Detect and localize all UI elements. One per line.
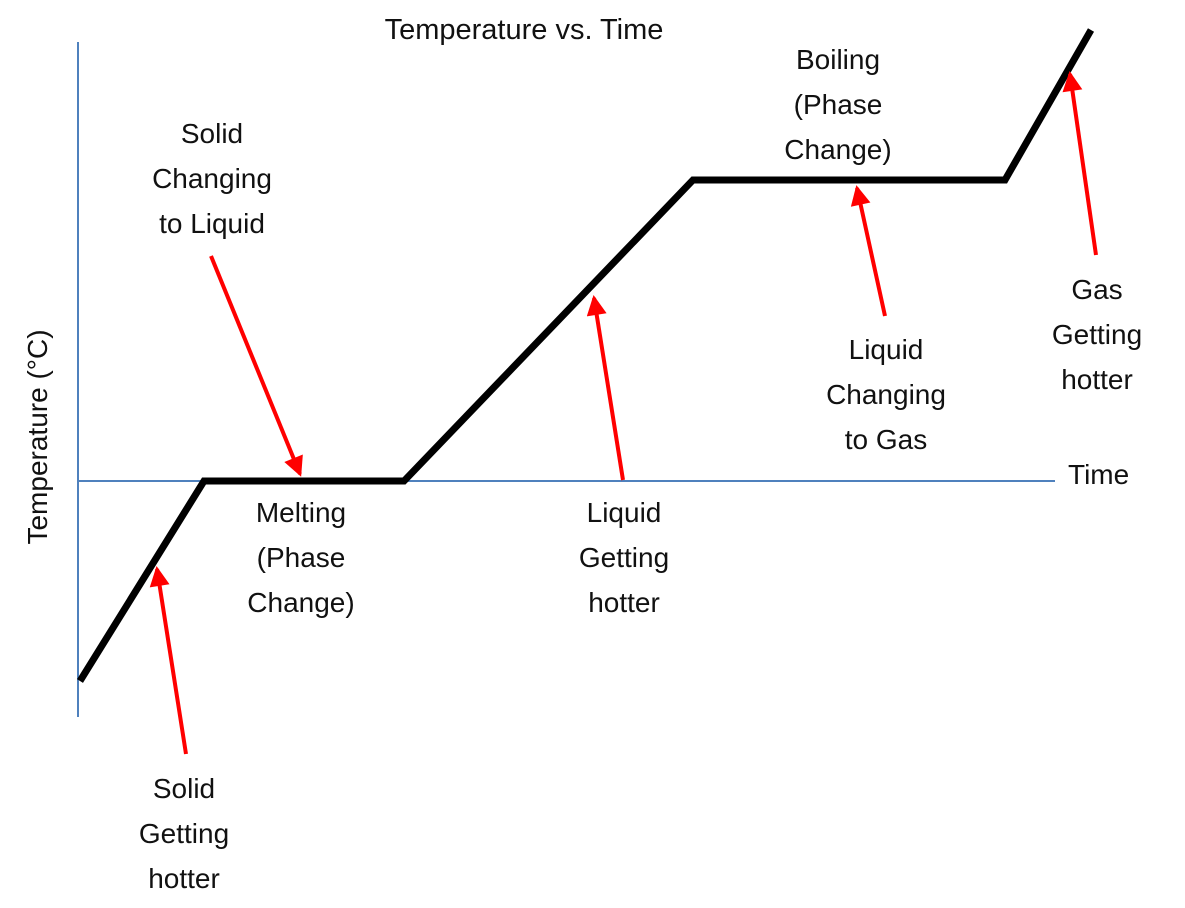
annotation-arrows [149, 71, 1098, 755]
label-solid-changing-to-liquid: Solid Changing to Liquid [152, 118, 272, 239]
label-liquid-getting-hotter: Liquid Getting hotter [578, 497, 670, 618]
label-boiling-phase-change: Boiling (Phase Change) [784, 44, 892, 165]
label-gas-getting-hotter: Gas Getting hotter [1051, 274, 1143, 395]
label-liquid-changing-to-gas: Liquid Changing to Gas [826, 334, 946, 455]
arrow-solid-getting-hotter [149, 566, 188, 755]
arrow-solid-changing-to-liquid [209, 255, 303, 477]
chart-title: Temperature vs. Time [384, 14, 664, 46]
arrow-gas-getting-hotter [1062, 71, 1098, 256]
y-axis-label: Temperature (°C) [22, 329, 53, 545]
heating-curve [77, 28, 1095, 683]
x-axis-label: Time [1068, 459, 1130, 490]
label-melting-phase-change: Melting (Phase Change) [247, 497, 355, 618]
label-solid-getting-hotter: Solid Getting hotter [138, 773, 230, 894]
arrow-liquid-changing-to-gas [850, 185, 887, 317]
heating-curve-line [77, 28, 1095, 683]
arrow-liquid-getting-hotter [586, 295, 625, 481]
